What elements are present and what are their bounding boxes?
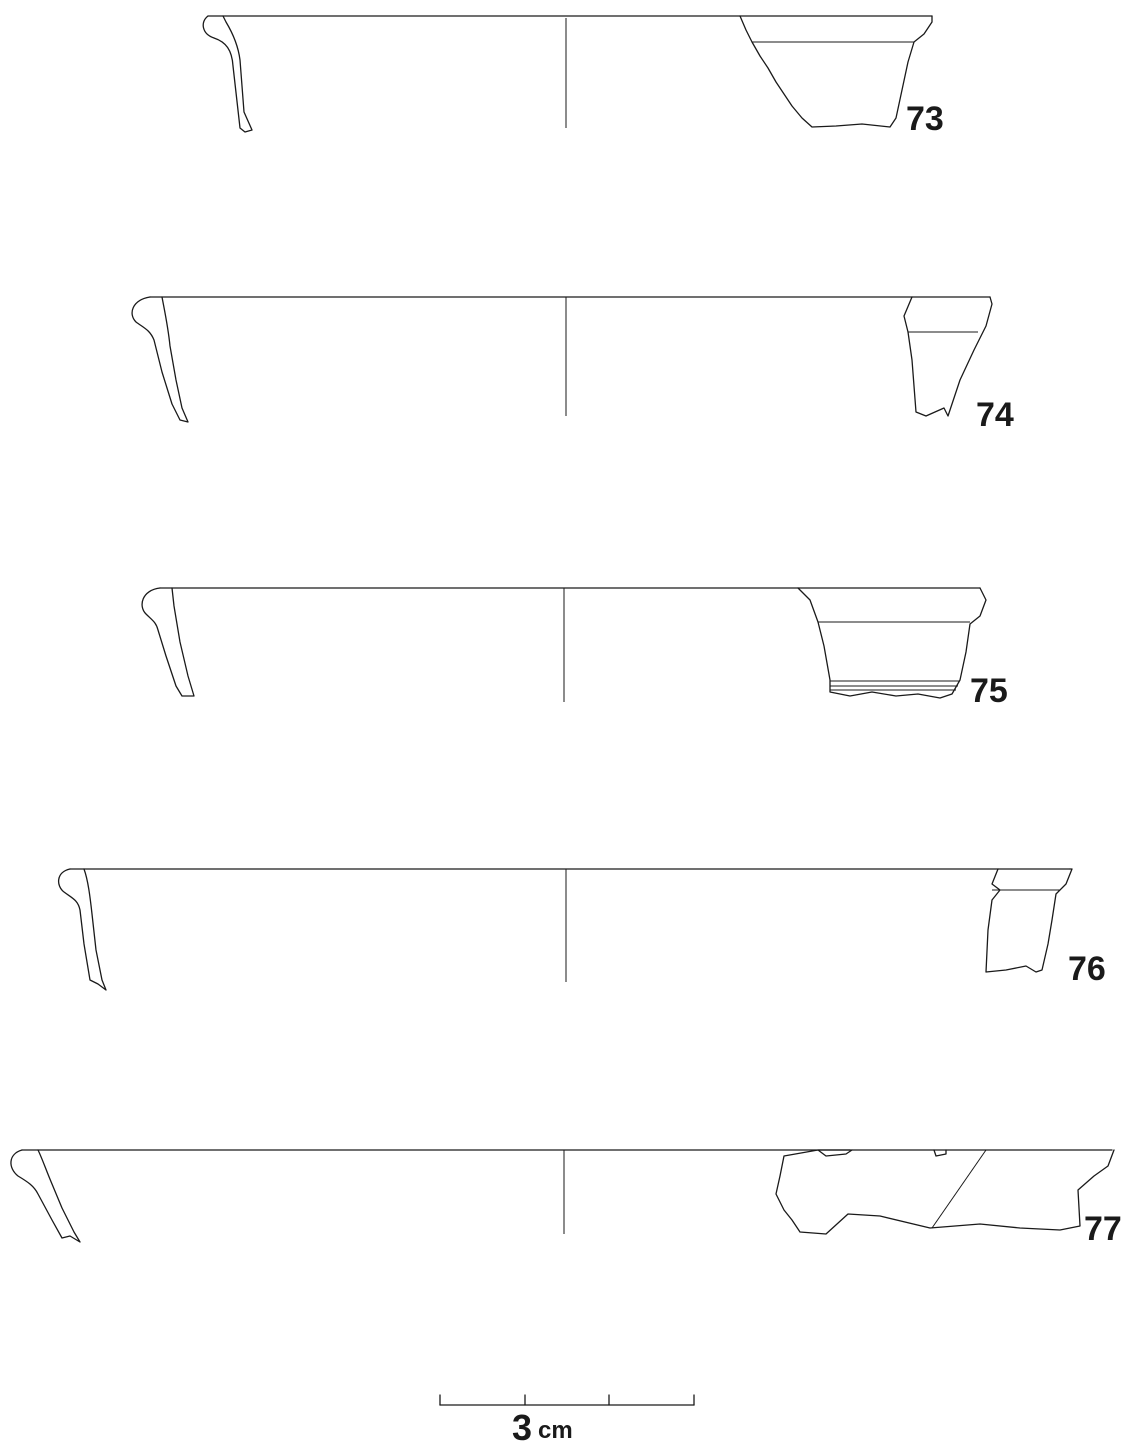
exterior-view bbox=[903, 296, 993, 417]
sherd-number: 76 bbox=[1068, 950, 1106, 988]
exterior-view bbox=[985, 868, 1073, 973]
exterior-view bbox=[775, 1149, 1115, 1235]
sherd-number: 77 bbox=[1084, 1210, 1122, 1248]
scale-bar: 3 cm bbox=[439, 1394, 695, 1448]
sherd-76: 76 bbox=[58, 868, 1106, 991]
section-profile bbox=[131, 296, 189, 423]
sherd-number: 75 bbox=[970, 672, 1008, 710]
exterior-view bbox=[739, 15, 933, 128]
sherd-number: 73 bbox=[906, 100, 944, 138]
scale-unit: cm bbox=[538, 1417, 573, 1444]
section-profile bbox=[202, 15, 253, 133]
exterior-view bbox=[797, 587, 987, 699]
sherd-number: 74 bbox=[976, 396, 1014, 434]
sherd-74: 74 bbox=[131, 296, 1014, 434]
sherd-73: 73 bbox=[202, 15, 944, 138]
sherd-75: 75 bbox=[141, 587, 1008, 710]
section-profile bbox=[10, 1149, 81, 1243]
section-profile bbox=[58, 868, 107, 991]
fracture-line bbox=[931, 1149, 987, 1229]
scale-value: 3 bbox=[512, 1407, 532, 1448]
sherd-77: 77 bbox=[10, 1149, 1122, 1248]
section-profile bbox=[141, 587, 195, 697]
